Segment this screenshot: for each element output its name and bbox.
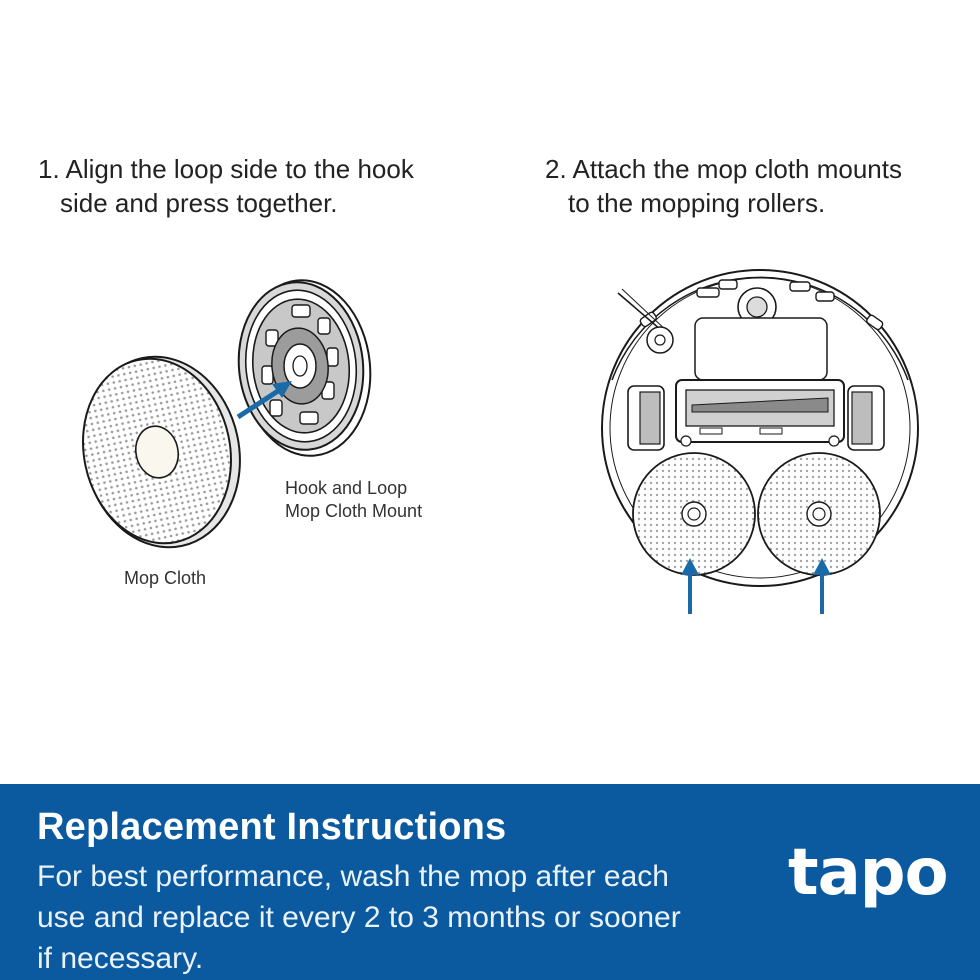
footer-line-1: For best performance, wash the mop after… [37,860,669,893]
step-2-line-1: Attach the mop cloth mounts [572,154,902,184]
footer-description: For best performance, wash the mop after… [37,856,737,979]
step-1-line-1: Align the loop side to the hook [65,154,414,184]
attach-arrow-left-icon [681,558,699,614]
step-1-instruction: 1. Align the loop side to the hook side … [38,152,478,220]
attach-arrow-right-icon [813,558,831,614]
footer-line-3: if necessary. [37,942,204,975]
robot-vacuum-illustration [601,269,919,614]
illustration-canvas [82,269,919,614]
step-2-line-2: to the mopping rollers. [568,188,826,218]
mount-label-line-1: Hook and Loop [285,478,408,498]
step-1-number: 1. [38,154,60,184]
insert-arrow-icon [236,381,292,420]
footer-title: Replacement Instructions [37,806,507,848]
cloth-label: Mop Cloth [124,568,207,588]
mount-label: Hook and Loop Mop Cloth Mount [285,477,422,523]
mount-label-line-2: Mop Cloth Mount [285,501,423,521]
footer-banner: Replacement Instructions For best perfor… [0,784,980,980]
step-2-number: 2. [545,154,567,184]
tapo-logo: tapo [788,836,949,910]
step-1-line-2: side and press together. [60,188,338,218]
mop-cloth-mount-illustration [236,279,372,457]
footer-line-2: use and replace it every 2 to 3 months o… [37,901,681,934]
mop-cloth-illustration [82,355,241,549]
step-2-instruction: 2. Attach the mop cloth mounts to the mo… [545,152,965,220]
